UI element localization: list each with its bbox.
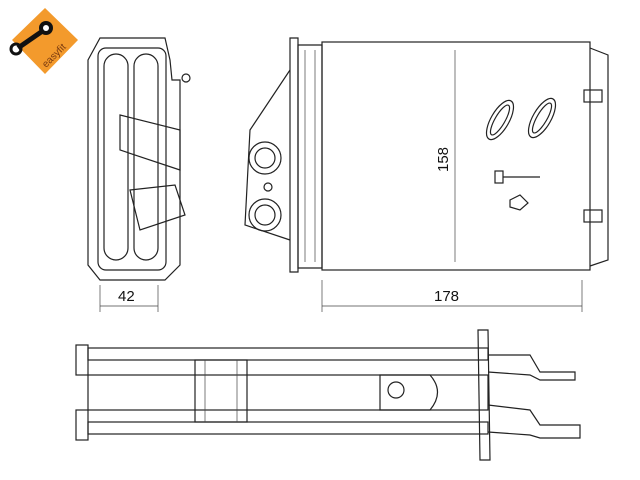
depth-label: 42 xyxy=(118,288,135,305)
height-label: 158 xyxy=(435,147,452,172)
dimension-depth: 42 xyxy=(99,285,159,312)
top-view xyxy=(75,329,581,461)
easyfit-logo: easyfit xyxy=(9,8,78,74)
side-view xyxy=(87,37,191,281)
logo-diamond xyxy=(12,8,78,74)
front-view xyxy=(244,37,609,273)
dimension-height: 158 xyxy=(435,50,456,262)
wrench-icon xyxy=(9,21,53,56)
width-label: 178 xyxy=(434,288,459,305)
dimension-width: 178 xyxy=(321,280,583,312)
